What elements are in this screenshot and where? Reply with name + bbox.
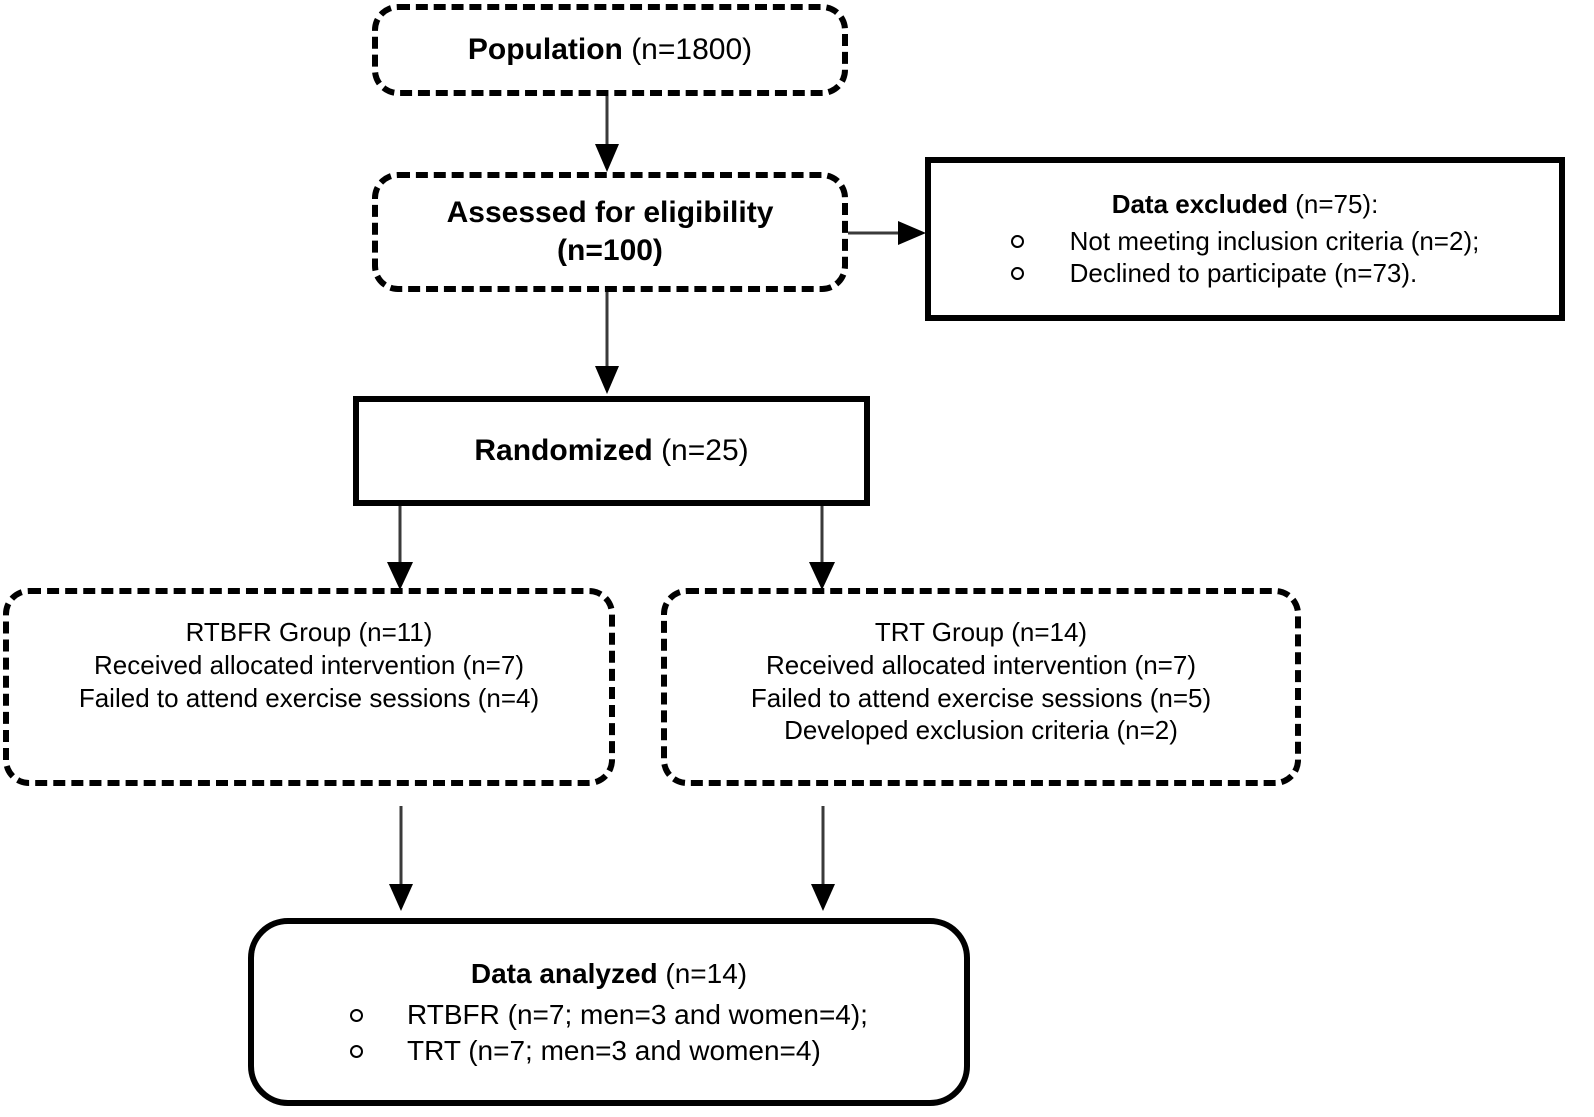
excluded-bullet-list: Not meeting inclusion criteria (n=2); De…	[1010, 225, 1480, 291]
analyzed-bullet-text-2: TRT (n=7; men=3 and women=4)	[407, 1034, 821, 1066]
rtbfr-line-1: RTBFR Group (n=11)	[185, 617, 433, 647]
rtbfr-line-2: Received allocated intervention (n=7)	[94, 649, 524, 680]
circle-bullet-icon	[1010, 267, 1024, 281]
edge-eligibility-to-randomized	[592, 288, 622, 400]
randomized-label-bold: Randomized	[474, 434, 653, 468]
excluded-heading-bold: Data excluded	[1111, 188, 1288, 219]
excluded-bullet-item-2: Declined to participate (n=73).	[1010, 257, 1480, 290]
arrow-down-icon	[595, 92, 619, 172]
trt-line-2: Received allocated intervention (n=7)	[766, 649, 1196, 680]
analyzed-heading-rest: (n=14)	[657, 958, 748, 990]
node-data-analyzed: Data analyzed (n=14) RTBFR (n=7; men=3 a…	[248, 918, 970, 1106]
population-label-bold: Population	[467, 33, 623, 67]
edge-randomized-to-rtbfr	[385, 502, 415, 594]
arrow-down-icon	[811, 806, 835, 911]
population-label: Population (n=1800)	[468, 31, 752, 69]
edge-randomized-to-trt	[807, 502, 837, 594]
analyzed-bullet-list: RTBFR (n=7; men=3 and women=4); TRT (n=7…	[350, 997, 868, 1068]
analyzed-heading: Data analyzed (n=14)	[471, 956, 747, 991]
analyzed-bullet-item-2: TRT (n=7; men=3 and women=4)	[350, 1033, 868, 1068]
rtbfr-line-3: Failed to attend exercise sessions (n=4)	[78, 682, 540, 713]
analyzed-bullet-item-1: RTBFR (n=7; men=3 and women=4);	[350, 997, 868, 1032]
node-rtbfr-group: RTBFR Group (n=11) Received allocated in…	[3, 588, 615, 786]
trt-line-4: Developed exclusion criteria (n=2)	[784, 715, 1178, 746]
randomized-label-rest: (n=25)	[652, 434, 749, 468]
edge-rtbfr-to-analyzed	[386, 806, 416, 918]
edge-eligibility-to-excluded	[846, 218, 930, 248]
circle-bullet-icon	[1010, 234, 1024, 248]
excluded-bullet-text-1: Not meeting inclusion criteria (n=2);	[1069, 225, 1480, 256]
node-assessed-for-eligibility: Assessed for eligibility (n=100)	[372, 172, 848, 292]
excluded-bullet-item-1: Not meeting inclusion criteria (n=2);	[1010, 225, 1480, 258]
randomized-label: Randomized (n=25)	[474, 432, 748, 470]
eligibility-line-1: Assessed for eligibility	[446, 196, 774, 230]
excluded-bullet-text-2: Declined to participate (n=73).	[1069, 258, 1418, 289]
node-randomized: Randomized (n=25)	[353, 396, 870, 506]
trt-line-3: Failed to attend exercise sessions (n=5)	[750, 682, 1212, 713]
excluded-heading: Data excluded (n=75):	[1112, 188, 1379, 221]
node-trt-group: TRT Group (n=14) Received allocated inte…	[661, 588, 1301, 786]
analyzed-heading-bold: Data analyzed	[470, 958, 658, 990]
analyzed-bullet-text-1: RTBFR (n=7; men=3 and women=4);	[407, 999, 868, 1031]
edge-trt-to-analyzed	[808, 806, 838, 918]
excluded-heading-rest: (n=75):	[1287, 188, 1379, 219]
circle-bullet-icon	[350, 1044, 364, 1058]
node-population: Population (n=1800)	[372, 4, 848, 96]
node-data-excluded: Data excluded (n=75): Not meeting inclus…	[925, 157, 1565, 321]
arrow-down-icon	[387, 502, 413, 590]
circle-bullet-icon	[350, 1009, 364, 1023]
trt-line-1: TRT Group (n=14)	[874, 617, 1088, 647]
arrow-right-icon	[846, 221, 926, 245]
population-label-rest: (n=1800)	[622, 33, 753, 67]
arrow-down-icon	[595, 288, 619, 394]
arrow-down-icon	[809, 502, 835, 590]
eligibility-line-2: (n=100)	[557, 234, 663, 267]
edge-population-to-eligibility	[592, 92, 622, 176]
arrow-down-icon	[389, 806, 413, 911]
